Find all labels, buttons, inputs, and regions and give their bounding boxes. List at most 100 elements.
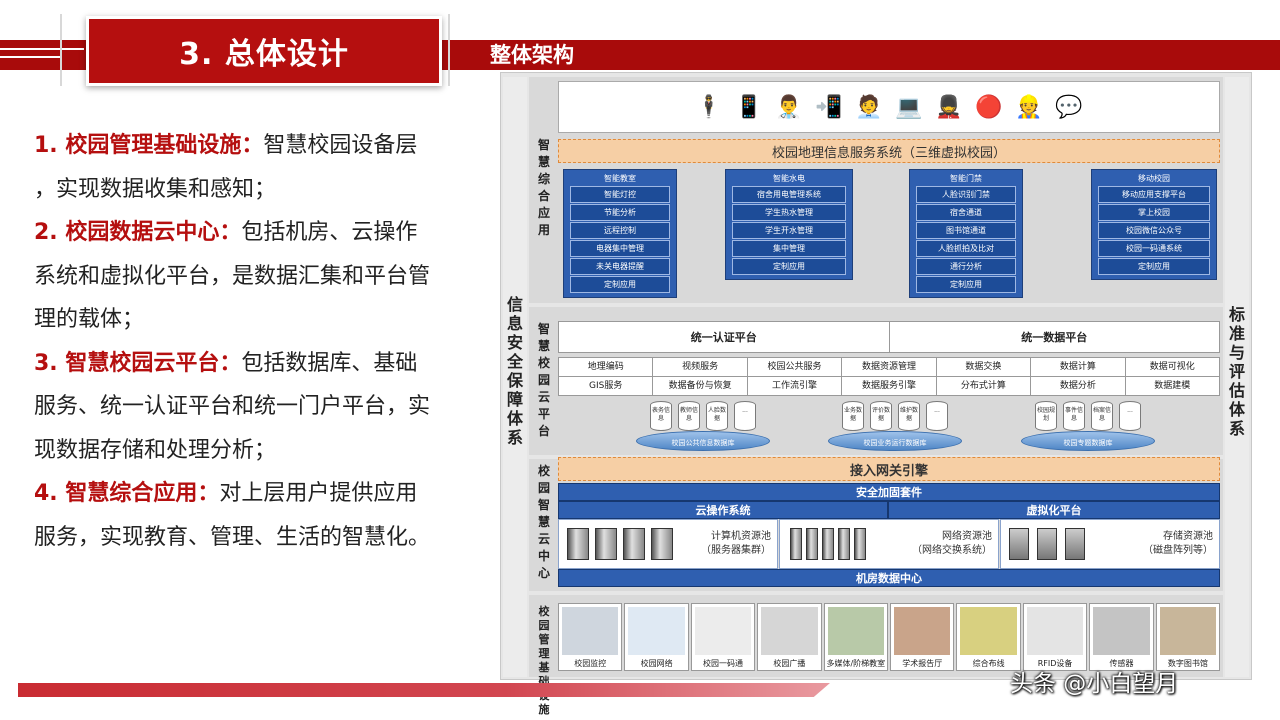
- label-char: 体: [506, 409, 523, 428]
- pool-text: 存储资源池（磁盘阵列等）: [1143, 530, 1213, 558]
- label-char: 标: [1228, 305, 1245, 324]
- app-box-access: 智能门禁 人脸识别门禁 宿舍通道 图书馆通道 人脸抓拍及比对 通行分析 定制应用: [909, 169, 1023, 298]
- infra-photo: [960, 607, 1017, 655]
- data-platform: 统一数据平台: [888, 322, 1220, 352]
- database-base: 校园专题数据库: [1021, 431, 1155, 451]
- infra-item: 学术报告厅: [890, 603, 955, 671]
- service-cell: 数据服务引擎: [842, 377, 936, 395]
- database-cylinder: 业务数据: [842, 401, 864, 431]
- service-cell: 地理编码: [559, 358, 653, 376]
- auth-platform: 统一认证平台: [690, 331, 757, 344]
- bullet-line: ，实现数据收集和感知；: [34, 176, 277, 202]
- label-char: 安: [506, 333, 523, 352]
- student-icon: 🧑‍💼: [855, 94, 883, 120]
- database-cylinder: 事件信息: [1063, 401, 1085, 431]
- disk-array-icon: [1037, 528, 1057, 560]
- label-char: 体: [1228, 400, 1245, 419]
- label-char: 慧: [537, 515, 550, 529]
- app-item: 定制应用: [1098, 258, 1210, 275]
- label-char: 评: [1228, 362, 1245, 381]
- app-item: 学生热水管理: [732, 204, 846, 221]
- label-char: 用: [537, 223, 550, 237]
- service-cell: 视频服务: [653, 358, 747, 376]
- server-icon: [623, 528, 645, 560]
- gateway-bar: 接入网关引擎: [558, 457, 1220, 481]
- infra-caption: 学术报告厅: [902, 659, 943, 668]
- database-cylinder: ...: [926, 401, 948, 431]
- right-side-column: [1225, 77, 1249, 677]
- app-box-classroom: 智能教室 智能灯控 节能分析 远程控制 电器集中管理 未关电器提醒 定制应用: [563, 169, 677, 298]
- bullet-text: 对上层用户提供应用: [219, 481, 418, 506]
- label-char: 心: [537, 566, 550, 580]
- database-cylinder: 表务信息: [650, 401, 672, 431]
- cloud-os-bar: 云操作系统: [558, 501, 888, 519]
- service-cell: 数据计算: [1031, 358, 1125, 376]
- bullet-line: 系统和虚拟化平台，是数据汇集和平台管: [34, 263, 431, 289]
- service-cell: 数据分析: [1031, 377, 1125, 395]
- label-char: 园: [538, 619, 550, 632]
- service-cell: 校园公共服务: [747, 358, 842, 376]
- app-item: 人脸识别门禁: [916, 186, 1016, 203]
- label-char: 校: [537, 356, 550, 370]
- infra-photo: [761, 607, 818, 655]
- infra-caption: 校园监控: [574, 659, 607, 668]
- data-center-bar: 机房数据中心: [558, 569, 1220, 587]
- database-cylinder: 人脸数据: [706, 401, 728, 431]
- label-char: 园: [537, 373, 550, 387]
- footer-band: [18, 683, 830, 697]
- standards-system-label: 标准与评估体系: [1225, 305, 1249, 438]
- bullet-list: 1. 校园管理基础设施：智慧校园设备层 ，实现数据收集和感知； 2. 校园数据云…: [34, 124, 478, 559]
- database-cylinder: 教师信息: [678, 401, 700, 431]
- label-char: 全: [506, 352, 523, 371]
- label-char: 息: [506, 314, 523, 333]
- disk-array-icon: [1009, 528, 1029, 560]
- doctor-icon: 👨‍⚕️: [775, 94, 803, 120]
- label-char: 智: [537, 498, 550, 512]
- infra-photo: [1159, 607, 1217, 655]
- database-cylinder: 维护数据: [898, 401, 920, 431]
- label-char: 施: [538, 703, 550, 716]
- infra-item: 校园一码通: [690, 603, 756, 671]
- infra-item: RFID设备: [1022, 603, 1088, 671]
- bullet-text: 包括机房、云操作: [241, 220, 418, 245]
- bullet-line: 服务，实现教育、管理、生活的智慧化。: [34, 524, 431, 550]
- infra-photo: [562, 607, 619, 655]
- label-char: 应: [537, 206, 550, 220]
- compute-pool: 计算机资源池（服务器集群）: [558, 519, 778, 569]
- decor-vline: [60, 14, 62, 86]
- laptop-icon: 💻: [895, 94, 923, 120]
- bullet-heading: 2. 校园数据云中心：: [34, 220, 242, 245]
- infra-item: 校园监控: [558, 603, 623, 671]
- service-cell: 数据可视化: [1125, 358, 1219, 376]
- weibo-icon: 🔴: [975, 94, 1003, 120]
- pool-detail: （网络交换系统）: [912, 545, 992, 556]
- service-cell: 数据备份与恢复: [653, 377, 747, 395]
- service-cell: 数据建模: [1125, 377, 1219, 395]
- app-item: 人脸抓拍及比对: [916, 240, 1016, 257]
- app-item: 宿舍通道: [916, 204, 1016, 221]
- infra-caption: 传感器: [1109, 659, 1134, 668]
- pool-text: 网络资源池 （网络交换系统）: [912, 530, 992, 558]
- label-char: 准: [1228, 324, 1245, 343]
- label-char: 平: [537, 407, 550, 421]
- pool-name: 网络资源池: [942, 531, 992, 542]
- infra-item: 传感器: [1089, 603, 1154, 671]
- label-char: 信: [506, 295, 523, 314]
- rack-icon: [838, 528, 850, 560]
- architecture-diagram: 信息安全保障体系 标准与评估体系 智慧综合应用 🕴 📱 👨‍⚕️ 📲 🧑‍💼 💻…: [500, 72, 1252, 716]
- label-char: 系: [506, 428, 523, 447]
- label-char: 基: [538, 661, 550, 674]
- database-label: 校园业务运行数据库: [863, 439, 927, 447]
- database-cylinder: 档案信息: [1091, 401, 1113, 431]
- section-data-center-label: 校园智慧云中心: [533, 463, 555, 582]
- infra-caption: 综合布线: [972, 659, 1005, 668]
- bullet-heading: 1. 校园管理基础设施：: [34, 133, 264, 158]
- database-label: 校园专题数据库: [1063, 439, 1113, 447]
- gis-bar: 校园地理信息服务系统（三维虚拟校园）: [558, 139, 1220, 163]
- label-char: 智: [537, 322, 550, 336]
- app-box-mobile: 移动校园 移动应用支撑平台 掌上校园 校园微信公众号 校园一码通系统 定制应用: [1091, 169, 1217, 280]
- infra-photo: [894, 607, 951, 655]
- app-item: 学生开水管理: [732, 222, 846, 239]
- bullet-text: 智慧校园设备层: [263, 133, 418, 158]
